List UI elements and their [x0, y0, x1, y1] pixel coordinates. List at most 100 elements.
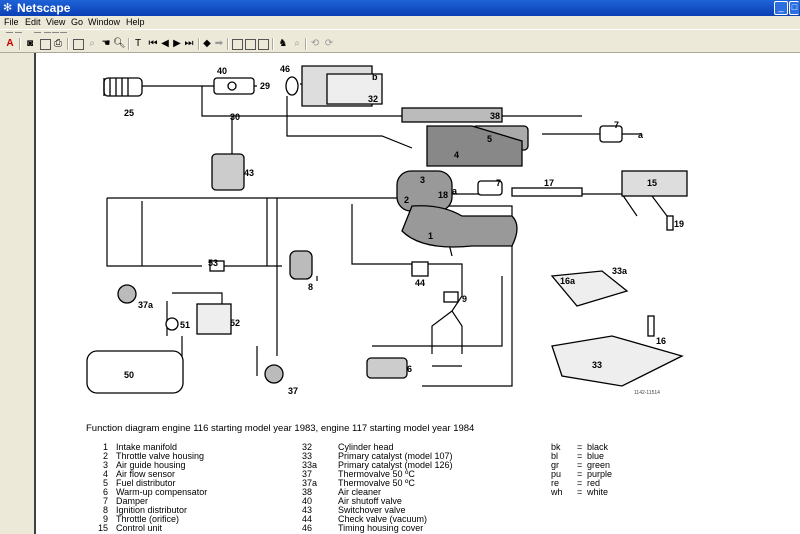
go-forward-icon[interactable]: ➡ — [214, 38, 224, 49]
go-back-icon[interactable]: ◆ — [203, 38, 211, 49]
zoom-icon[interactable]: 🔍︎ — [113, 38, 126, 49]
list-item: re=red — [551, 478, 601, 488]
diagram-label: 6 — [407, 364, 412, 374]
hand-tool-icon[interactable]: ☚ — [101, 38, 111, 49]
find-icon[interactable]: ♞ — [278, 38, 288, 49]
menu-bar: File Edit View Go Window Help — [0, 16, 800, 29]
diagram-label: 16 — [656, 336, 666, 346]
diagram-label: 9 — [462, 294, 467, 304]
diagram-label: 7 — [496, 178, 501, 188]
first-page-icon[interactable]: ⏮ — [148, 38, 158, 49]
rotate-right-icon[interactable]: ⟳ — [324, 38, 334, 49]
text-select-icon[interactable]: T — [134, 38, 142, 49]
diagram-label: 25 — [124, 108, 134, 118]
diagram-label: 33a — [612, 266, 628, 276]
diagram-caption: Function diagram engine 116 starting mod… — [86, 423, 475, 434]
diagram-label: 46 — [280, 64, 290, 74]
diagram-label: 1 — [428, 231, 433, 241]
list-item: bk=black — [551, 442, 609, 452]
diagram-reference-code: 1142-11514 — [634, 390, 660, 396]
diagram-label: 3 — [420, 175, 425, 185]
list-item: wh=white — [551, 487, 609, 497]
diagram-label: 7 — [614, 120, 619, 130]
actual-size-icon[interactable] — [232, 39, 243, 50]
diagram-label: b — [372, 72, 378, 82]
diagram-label: 50 — [124, 370, 134, 380]
search-icon[interactable]: ⌕ — [89, 38, 95, 49]
list-item: gr=green — [551, 460, 611, 470]
diagram-label: 29 — [260, 81, 270, 91]
diagram-label: a — [638, 130, 644, 140]
menu-edit[interactable]: Edit — [25, 17, 41, 27]
diagram-label: 5 — [487, 134, 492, 144]
diagram-label: 16a — [560, 276, 576, 286]
navigation-pane[interactable] — [0, 53, 36, 534]
previous-page-icon[interactable]: ◀ — [161, 38, 169, 49]
email-icon[interactable] — [73, 39, 84, 50]
diagram-label: 52 — [230, 318, 240, 328]
diagram-label: 2 — [404, 195, 409, 205]
netscape-logo-icon: ✻ — [3, 2, 13, 14]
diagram-label: 4 — [454, 150, 459, 160]
menu-go[interactable]: Go — [71, 17, 84, 27]
menu-window[interactable]: Window — [88, 17, 121, 27]
list-item: pu=purple — [551, 469, 613, 479]
print-icon[interactable]: ⎙ — [54, 38, 62, 49]
menu-help[interactable]: Help — [126, 17, 145, 27]
diagram-label: 15 — [647, 178, 657, 188]
function-diagram: 40 46 29 b 32 25 30 38 5 7 a 4 43 3 a 7 … — [86, 64, 688, 396]
acrobat-icon[interactable]: A — [6, 38, 14, 49]
rotate-left-icon[interactable]: ⟲ — [310, 38, 320, 49]
diagram-label: 17 — [544, 178, 554, 188]
menu-file[interactable]: File — [4, 17, 19, 27]
diagram-label: 37 — [288, 386, 298, 396]
open-icon[interactable]: ◙ — [26, 38, 34, 49]
diagram-label: 43 — [244, 168, 254, 178]
diagram-label: 53 — [208, 258, 218, 268]
window-title: Netscape — [17, 1, 71, 15]
diagram-label: 18 — [438, 190, 448, 200]
fit-width-icon[interactable] — [258, 39, 269, 50]
window-titlebar[interactable]: ✻ Netscape _ □ — [0, 0, 800, 16]
diagram-label: 40 — [217, 66, 227, 76]
save-icon[interactable] — [40, 39, 51, 50]
diagram-label: a — [452, 186, 458, 196]
minimize-icon[interactable]: _ — [774, 1, 788, 15]
diagram-label: 51 — [180, 320, 190, 330]
diagram-label: 8 — [308, 282, 313, 292]
list-item: bl=blue — [551, 451, 605, 461]
last-page-icon[interactable]: ⏭ — [184, 38, 194, 49]
pdf-toolbar: A ◙ ⎙ ⌕ ☚ 🔍︎ T ⏮ ◀ ▶ ⏭ ◆ ➡ ♞ ⌕ ⟲ ⟳ — [0, 36, 800, 53]
maximize-icon[interactable]: □ — [789, 1, 799, 15]
menu-view[interactable]: View — [46, 17, 66, 27]
next-page-icon[interactable]: ▶ — [173, 38, 181, 49]
find-again-icon[interactable]: ⌕ — [294, 38, 300, 49]
diagram-label: 37a — [138, 300, 154, 310]
diagram-label: 33 — [592, 360, 602, 370]
legend-colors: bk=black bl=blue gr=green pu=purple re=r… — [551, 443, 612, 497]
diagram-label: 19 — [674, 219, 684, 229]
fit-page-icon[interactable] — [245, 39, 256, 50]
